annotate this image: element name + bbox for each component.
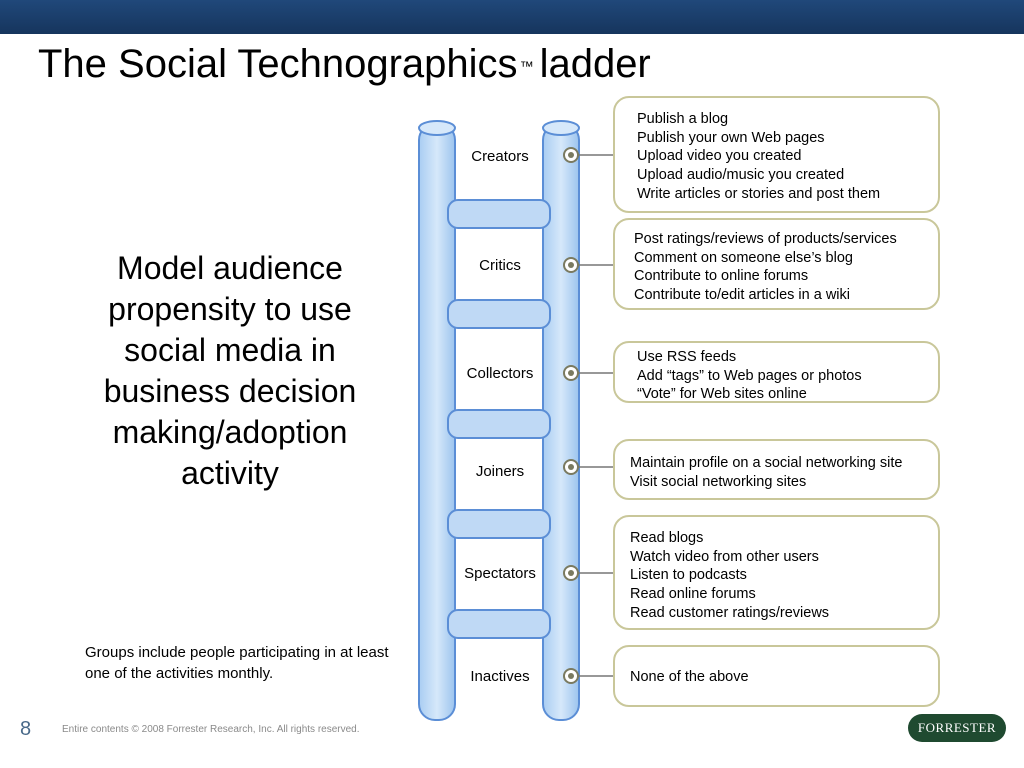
activity-item: Read customer ratings/reviews <box>630 604 830 621</box>
activity-item: Comment on someone else’s blog <box>634 249 853 266</box>
participation-note: Groups include people participating in a… <box>85 644 389 682</box>
activity-item: Add “tags” to Web pages or photos <box>637 367 862 384</box>
connector-creators <box>563 147 613 163</box>
ladder-rung <box>447 509 551 539</box>
activity-item: Write articles or stories and post them <box>637 185 881 202</box>
activity-item: Visit social networking sites <box>630 473 807 490</box>
activity-list-critics: Post ratings/reviews of products/service… <box>634 230 897 305</box>
activity-item: Publish a blog <box>637 111 729 127</box>
activity-list-spectators: Read blogs Watch video from other users … <box>630 529 829 623</box>
activity-list-creators: Publish a blog Publish your own Web page… <box>637 110 880 204</box>
lead-statement: Model audience propensity to use social … <box>103 250 357 491</box>
activity-list-joiners: Maintain profile on a social networking … <box>630 454 902 491</box>
rung-label-spectators: Spectators <box>464 565 536 582</box>
activity-box-joiners <box>613 439 940 500</box>
activity-item: Use RSS feeds <box>637 349 737 365</box>
activity-item: Contribute to online forums <box>634 268 809 285</box>
activity-item: Watch video from other users <box>630 548 819 565</box>
ladder-rung <box>447 409 551 439</box>
forrester-logo: FORRESTER <box>908 714 1006 742</box>
activity-item: Listen to podcasts <box>630 567 747 584</box>
connector-collectors <box>563 365 613 381</box>
rung-label-collectors: Collectors <box>466 365 534 382</box>
activity-box-critics <box>613 218 940 310</box>
connector-joiners <box>563 459 613 475</box>
activity-item: Read online forums <box>630 586 756 603</box>
title-text: The Social Technographics <box>38 42 518 86</box>
activity-item: Post ratings/reviews of products/service… <box>634 231 897 247</box>
activity-list-inactives: None of the above <box>630 668 749 687</box>
activity-item: Upload video you created <box>637 148 802 165</box>
top-banner <box>0 0 1024 34</box>
connector-spectators <box>563 565 613 581</box>
activity-item: Maintain profile on a social networking … <box>630 455 903 471</box>
activity-list-collectors: Use RSS feeds Add “tags” to Web pages or… <box>637 348 862 404</box>
ladder-rung <box>447 609 551 639</box>
rung-label-joiners: Joiners <box>475 463 525 480</box>
rung-label-inactives: Inactives <box>470 668 530 685</box>
activity-item: Upload audio/music you created <box>637 167 845 184</box>
title-end: ladder <box>539 42 651 86</box>
rung-label-creators: Creators <box>471 148 529 165</box>
ladder-left-rail-top <box>418 120 456 136</box>
connector-critics <box>563 257 613 273</box>
page-number: 8 <box>20 718 32 740</box>
activity-box-inactives <box>613 645 940 707</box>
trademark-mark: ™ <box>519 58 534 74</box>
activity-box-spectators <box>613 515 940 630</box>
rung-label-critics: Critics <box>479 257 521 274</box>
ladder-rung <box>447 199 551 229</box>
activity-item: Read blogs <box>630 530 704 546</box>
activity-box-creators <box>613 96 940 213</box>
activity-item: Contribute to/edit articles in a wiki <box>634 287 850 304</box>
ladder-right-rail-top <box>542 120 580 136</box>
copyright-footer: Entire contents © 2008 Forrester Researc… <box>62 724 360 735</box>
activity-item: Publish your own Web pages <box>637 129 825 146</box>
connector-inactives <box>563 668 613 684</box>
activity-item: “Vote” for Web sites online <box>637 386 807 403</box>
activity-item: None of the above <box>630 669 749 685</box>
activity-box-collectors <box>613 341 940 403</box>
ladder-rung <box>447 299 551 329</box>
